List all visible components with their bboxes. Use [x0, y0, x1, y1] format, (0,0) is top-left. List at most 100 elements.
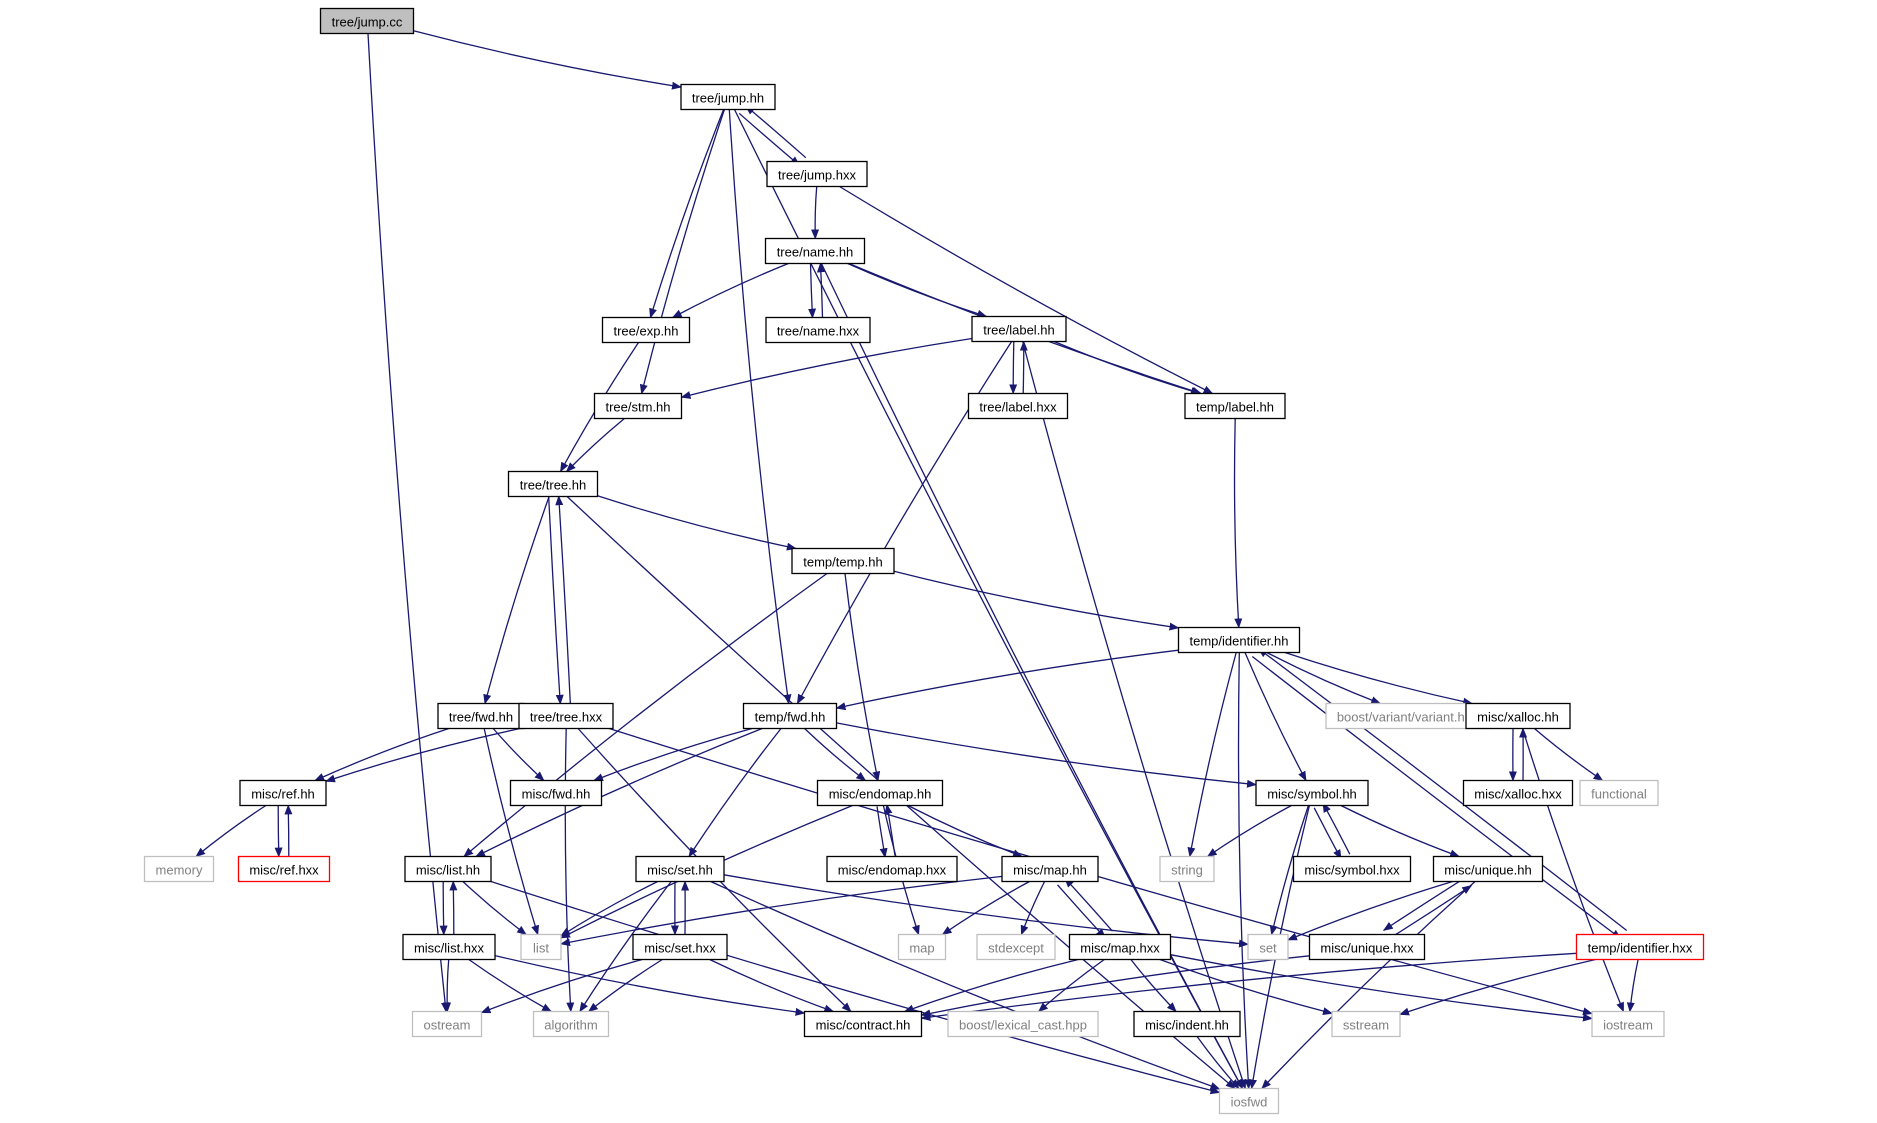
node-misc-set-hxx[interactable]: misc/set.hxx [632, 933, 728, 961]
node-temp-identifier-hh[interactable]: temp/identifier.hh [1177, 626, 1301, 654]
edge-temp-identifier-hh-to-temp-identifier-hxx [1251, 655, 1622, 940]
node-misc-xalloc-hxx[interactable]: misc/xalloc.hxx [1462, 779, 1574, 807]
node-box [742, 702, 838, 730]
edge-misc-map-hh-to-stdexcept [1020, 881, 1046, 936]
node-box [1432, 855, 1544, 883]
node-misc-list-hxx[interactable]: misc/list.hxx [402, 933, 496, 961]
edge-misc-list-hxx-to-algorithm [468, 958, 553, 1013]
node-tree-tree-hh[interactable]: tree/tree.hh [507, 470, 599, 498]
node-tree-jump-hxx[interactable]: tree/jump.hxx [766, 160, 868, 188]
node-tree-fwd-hh[interactable]: tree/fwd.hh [437, 702, 525, 730]
edge-layer [195, 30, 1639, 1095]
edge-tree-label-hxx-to-tree-label-hh [1019, 340, 1028, 394]
edge-tree-label-hh-to-iosfwd [1022, 341, 1247, 1090]
edge-misc-set-hxx-to-algorithm [587, 958, 663, 1013]
node-tree-stm-hh[interactable]: tree/stm.hh [593, 392, 683, 420]
edge-misc-unique-hxx-to-misc-unique-hh [1388, 885, 1473, 940]
edge-tree-jump-hh-to-temp-fwd-hh [728, 109, 792, 705]
edge-misc-endomap-hxx-to-misc-endomap-hh [884, 803, 896, 856]
node-set: set [1247, 933, 1289, 961]
edge-temp-temp-hh-to-temp-identifier-hh [893, 570, 1180, 631]
node-label: misc/ref.hh [251, 787, 315, 802]
node-tree-tree-hxx[interactable]: tree/tree.hxx [518, 702, 614, 730]
edge-tree-fwd-hh-to-misc-ref-hh [314, 727, 450, 782]
node-temp-identifier-hxx[interactable]: temp/identifier.hxx [1575, 933, 1705, 961]
node-label: algorithm [544, 1018, 597, 1033]
node-box [1184, 392, 1286, 420]
node-tree-exp-hh[interactable]: tree/exp.hh [601, 316, 691, 344]
node-misc-fwd-hh[interactable]: misc/fwd.hh [509, 779, 603, 807]
node-misc-list-hh[interactable]: misc/list.hh [404, 855, 492, 883]
edge-tree-tree-hxx-to-iostream [608, 727, 1593, 1016]
node-box [1247, 933, 1289, 961]
edge-misc-list-hh-to-list [462, 881, 527, 936]
node-label: boost/lexical_cast.hpp [959, 1018, 1087, 1033]
node-misc-symbol-hxx[interactable]: misc/symbol.hxx [1292, 855, 1412, 883]
edge-tree-jump-hxx-to-temp-label-hh [839, 185, 1214, 395]
edge-misc-list-hxx-to-ostream [443, 959, 452, 1013]
edge-tree-name-hxx-to-tree-name-hh [816, 262, 825, 318]
node-misc-map-hh[interactable]: misc/map.hh [1001, 855, 1099, 883]
node-box [1177, 626, 1301, 654]
node-temp-label-hh[interactable]: temp/label.hh [1184, 392, 1286, 420]
edge-tree-name-hh-to-iosfwd [820, 263, 1244, 1090]
edge-tree-tree-hh-to-tree-fwd-hh [483, 496, 550, 705]
node-box [532, 1010, 610, 1038]
node-misc-map-hxx[interactable]: misc/map.hxx [1068, 933, 1172, 961]
edge-misc-ref-hh-to-misc-ref-hxx [274, 805, 283, 858]
node-misc-endomap-hh[interactable]: misc/endomap.hh [816, 779, 944, 807]
node-sstream: sstream [1331, 1010, 1401, 1038]
edge-temp-fwd-hh-to-misc-endomap-hh [804, 728, 867, 782]
edge-misc-map-hxx-to-boost-lexical-cast [1037, 958, 1105, 1013]
edge-tree-tree-hh-to-temp-temp-hh [597, 495, 797, 551]
node-misc-ref-hxx[interactable]: misc/ref.hxx [237, 855, 331, 883]
edge-temp-identifier-hh-to-temp-fwd-hh [835, 649, 1179, 711]
node-label: string [1171, 863, 1203, 878]
edge-temp-identifier-hh-to-boost-variant [1266, 651, 1382, 705]
node-box [1331, 1010, 1401, 1038]
node-label: tree/tree.hh [520, 478, 587, 493]
node-label: misc/symbol.hh [1267, 787, 1357, 802]
node-misc-symbol-hh[interactable]: misc/symbol.hh [1255, 779, 1369, 807]
edge-misc-unique-hh-to-set [1287, 880, 1453, 941]
node-misc-ref-hh[interactable]: misc/ref.hh [239, 779, 327, 807]
node-temp-temp-hh[interactable]: temp/temp.hh [791, 547, 895, 575]
node-layer: tree/jump.cc tree/jump.hh tree/jump.hxx tre… [143, 7, 1705, 1115]
node-box [507, 470, 599, 498]
node-tree-name-hh[interactable]: tree/name.hh [764, 237, 866, 265]
node-temp-fwd-hh[interactable]: temp/fwd.hh [742, 702, 838, 730]
node-box [509, 779, 603, 807]
edge-misc-set-hxx-to-ostream [480, 958, 643, 1014]
edge-misc-list-hh-to-iosfwd [490, 880, 1221, 1095]
node-misc-xalloc-hh[interactable]: misc/xalloc.hh [1465, 702, 1571, 730]
node-label: misc/set.hh [647, 863, 713, 878]
edge-temp-identifier-hxx-to-iostream [1626, 959, 1639, 1013]
node-label: list [533, 941, 549, 956]
node-misc-indent-hh[interactable]: misc/indent.hh [1133, 1010, 1241, 1038]
edge-tree-name-hh-to-tree-exp-hh [671, 262, 789, 319]
node-misc-unique-hh[interactable]: misc/unique.hh [1432, 855, 1544, 883]
edge-tree-jump-hh-to-tree-exp-hh [649, 109, 725, 319]
node-tree-label-hxx[interactable]: tree/label.hxx [967, 392, 1069, 420]
node-box [1292, 855, 1412, 883]
node-list: list [520, 933, 562, 961]
edge-misc-symbol-hh-to-misc-symbol-hxx [1313, 807, 1342, 860]
node-memory: memory [143, 855, 215, 883]
node-map: map [897, 933, 947, 961]
node-misc-set-hh[interactable]: misc/set.hh [635, 855, 725, 883]
node-misc-contract-hh[interactable]: misc/contract.hh [803, 1010, 923, 1038]
edge-tree-tree-hxx-to-tree-tree-hh [555, 495, 571, 704]
edge-misc-set-hh-to-algorithm [579, 881, 672, 1013]
node-misc-unique-hxx[interactable]: misc/unique.hxx [1308, 933, 1426, 961]
node-tree-label-hh[interactable]: tree/label.hh [971, 315, 1067, 343]
node-tree-jump-hh[interactable]: tree/jump.hh [680, 83, 776, 111]
edge-tree-tree-hxx-to-algorithm [564, 728, 575, 1013]
node-label: tree/stm.hh [605, 400, 670, 415]
edge-tree-jump-hxx-to-tree-jump-hh [744, 105, 807, 159]
node-tree-name-hxx[interactable]: tree/name.hxx [765, 316, 871, 344]
edge-misc-list-hh-to-misc-list-hxx [439, 881, 448, 936]
node-label: misc/set.hxx [644, 941, 716, 956]
node-tree-jump-cc[interactable]: tree/jump.cc [319, 7, 415, 35]
node-misc-endomap-hxx[interactable]: misc/endomap.hxx [826, 855, 958, 883]
node-iosfwd: iosfwd [1218, 1087, 1280, 1115]
